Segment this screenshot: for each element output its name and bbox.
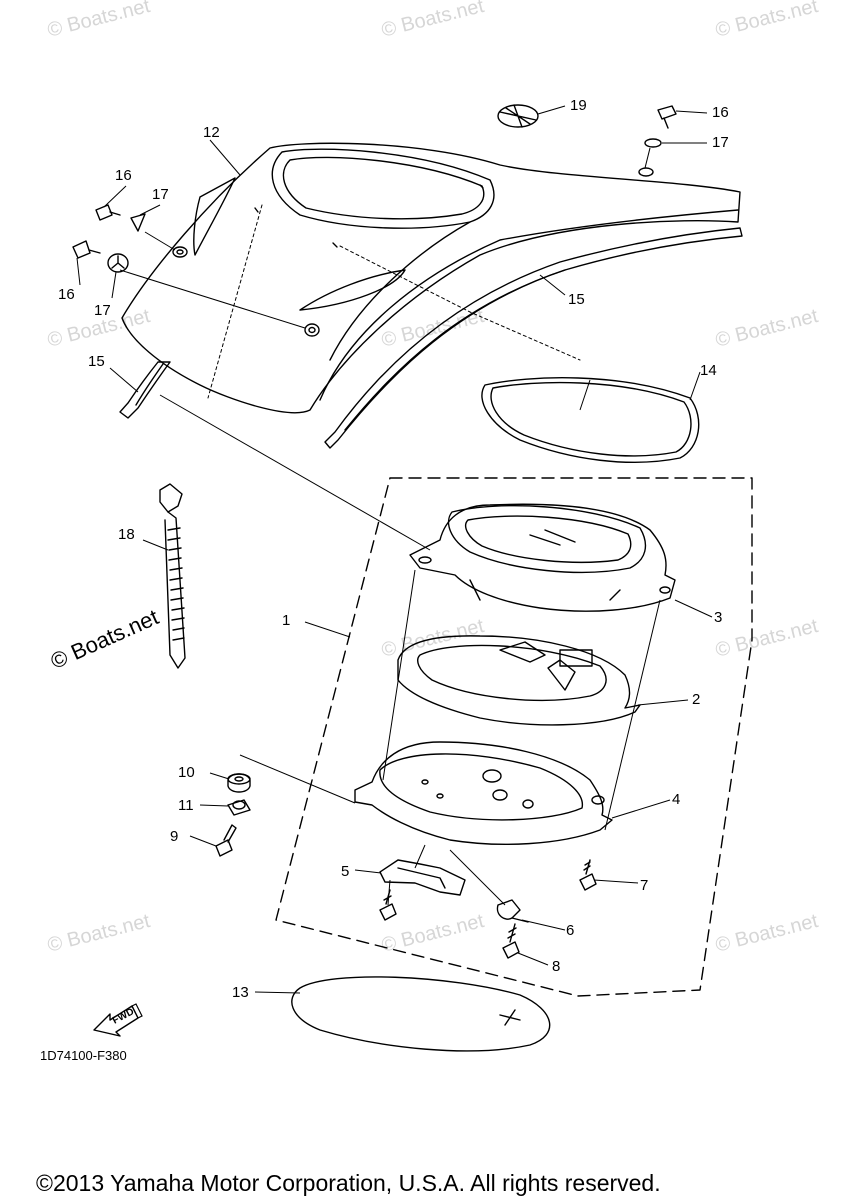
gasket-ring-part-14 bbox=[481, 377, 700, 463]
bracket-plate-part-5 bbox=[379, 859, 466, 896]
cover-hood-part-12 bbox=[121, 142, 741, 414]
seal-strip-part-15 bbox=[119, 227, 743, 449]
callout-part-17: 17 bbox=[712, 134, 729, 151]
meter-case-top-part-3 bbox=[409, 503, 676, 612]
tapping-screw-part-7 bbox=[579, 859, 597, 891]
drawing-code: 1D74100-F380 bbox=[40, 1048, 127, 1063]
callout-part-5: 5 bbox=[341, 863, 350, 880]
callout-part-6: 6 bbox=[566, 922, 575, 939]
grommet-part-19 bbox=[497, 104, 539, 128]
cable-tie-part-18 bbox=[159, 483, 186, 669]
meter-case-lower-part-4 bbox=[354, 741, 613, 845]
lens-sheet-part-13 bbox=[291, 976, 551, 1052]
fwd-arrow-icon bbox=[93, 1003, 143, 1037]
callout-part-3: 3 bbox=[714, 609, 723, 626]
callout-part-9: 9 bbox=[170, 828, 179, 845]
callout-part-8: 8 bbox=[552, 958, 561, 975]
callout-part-16: 16 bbox=[115, 167, 132, 184]
callout-part-18: 18 bbox=[118, 526, 135, 543]
callout-part-16: 16 bbox=[712, 104, 729, 121]
callout-part-15: 15 bbox=[88, 353, 105, 370]
meter-unit-part-2 bbox=[397, 635, 641, 726]
callout-part-12: 12 bbox=[203, 124, 220, 141]
clip-part-6 bbox=[496, 899, 529, 923]
callout-part-11: 11 bbox=[178, 797, 194, 814]
callout-part-10: 10 bbox=[178, 764, 195, 781]
callout-part-19: 19 bbox=[570, 97, 587, 114]
callout-part-2: 2 bbox=[692, 691, 701, 708]
callout-part-16: 16 bbox=[58, 286, 75, 303]
bolt-part-9 bbox=[215, 824, 237, 857]
callout-part-15: 15 bbox=[568, 291, 585, 308]
tapping-screw-part-8 bbox=[502, 923, 520, 959]
leader-lines bbox=[76, 105, 713, 994]
explosion-dotted-lines bbox=[207, 204, 581, 399]
callout-part-17: 17 bbox=[152, 186, 169, 203]
screw-part-16 bbox=[72, 105, 677, 259]
collar-part-11 bbox=[227, 799, 251, 816]
grommet-part-10 bbox=[227, 773, 251, 793]
callout-part-17: 17 bbox=[94, 302, 111, 319]
callout-part-4: 4 bbox=[672, 791, 681, 808]
copyright-notice: ©2013 Yamaha Motor Corporation, U.S.A. A… bbox=[36, 1170, 661, 1196]
callout-part-1: 1 bbox=[282, 612, 291, 629]
callout-part-7: 7 bbox=[640, 877, 649, 894]
assembly-box-part-1 bbox=[275, 477, 753, 997]
callout-part-13: 13 bbox=[232, 984, 249, 1001]
washer-part-17 bbox=[107, 138, 662, 273]
callout-part-14: 14 bbox=[700, 362, 717, 379]
